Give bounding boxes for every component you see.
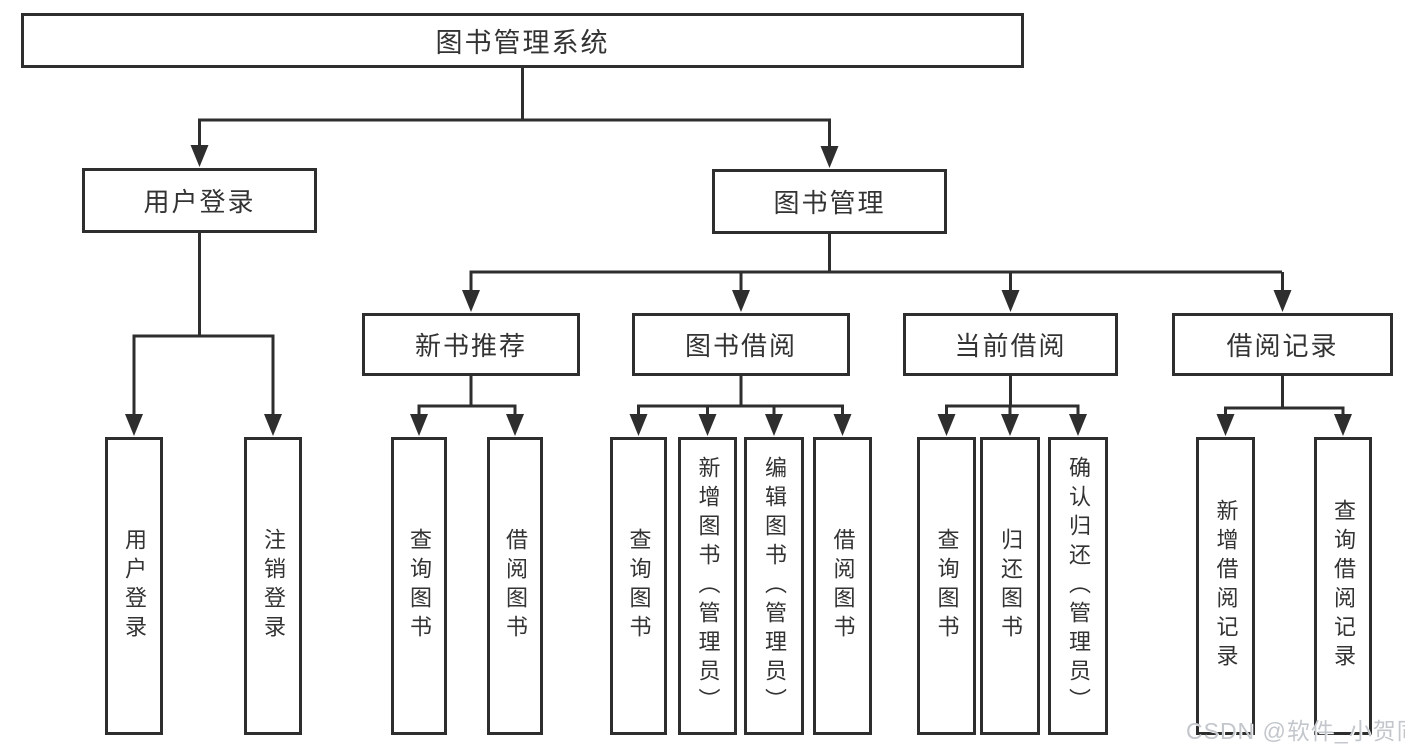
leaf-borrow-books: 借阅图书 (813, 437, 872, 735)
node-root-system: 图书管理系统 (21, 13, 1024, 68)
node-new-book-recommendation: 新书推荐 (362, 313, 580, 376)
node-borrowing-records: 借阅记录 (1172, 313, 1393, 376)
leaf-add-books-admin: 新增图书（管理员） (678, 437, 737, 735)
node-user-login: 用户登录 (82, 168, 317, 233)
leaf-return-books: 归还图书 (980, 437, 1040, 735)
leaf-edit-books-admin: 编辑图书（管理员） (744, 437, 804, 735)
leaf-label: 新增借阅记录 (1213, 499, 1239, 673)
leaf-label: 用户登录 (122, 528, 147, 644)
leaf-label: 借阅图书 (503, 528, 528, 644)
leaf-query-books-current: 查询图书 (917, 437, 976, 735)
node-book-borrowing: 图书借阅 (632, 313, 850, 376)
leaf-user-login: 用户登录 (105, 437, 163, 735)
leaf-confirm-return-admin: 确认归还（管理员） (1048, 437, 1108, 735)
leaf-label: 归还图书 (998, 528, 1023, 644)
leaf-borrow-books-recommend: 借阅图书 (487, 437, 543, 735)
leaf-label: 查询图书 (626, 528, 652, 644)
csdn-watermark: CSDN @软件_小贺同学 (1186, 718, 1405, 744)
leaf-label: 查询图书 (934, 528, 960, 644)
leaf-label: 借阅图书 (830, 528, 856, 644)
leaf-query-books-borrow: 查询图书 (610, 437, 667, 735)
leaf-label: 查询图书 (407, 528, 432, 644)
leaf-add-borrow-record: 新增借阅记录 (1196, 437, 1255, 735)
leaf-label: 注销登录 (261, 528, 286, 644)
leaf-query-borrow-record: 查询借阅记录 (1314, 437, 1372, 735)
leaf-label: 新增图书（管理员） (695, 455, 721, 717)
leaf-logout: 注销登录 (244, 437, 302, 735)
leaf-label: 编辑图书（管理员） (762, 455, 787, 717)
arrowheads (125, 145, 1352, 436)
node-book-management: 图书管理 (712, 169, 947, 234)
node-current-borrowing: 当前借阅 (903, 313, 1118, 376)
leaf-label: 确认归还（管理员） (1066, 455, 1091, 717)
leaf-query-books-recommend: 查询图书 (391, 437, 447, 735)
leaf-label: 查询借阅记录 (1331, 499, 1356, 673)
